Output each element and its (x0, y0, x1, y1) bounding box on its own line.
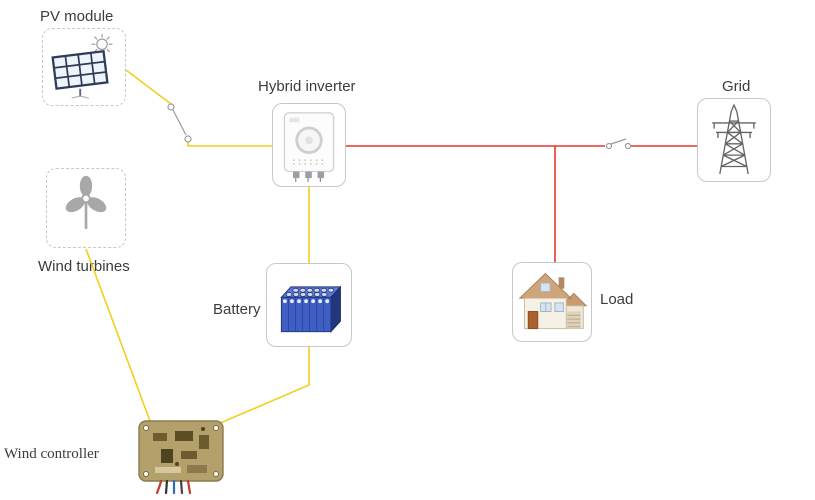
battery-node (266, 263, 352, 347)
pv-module-label: PV module (40, 8, 114, 25)
load-node (512, 262, 592, 342)
grid-node (697, 98, 771, 182)
solar-panel-sun-icon (51, 33, 113, 99)
wire-battery-to-controller (210, 347, 310, 428)
wind-turbines-label: Wind turbines (38, 258, 130, 275)
transmission-tower-icon (712, 103, 756, 175)
battery-label: Battery (213, 301, 261, 318)
pv-module-node (42, 28, 126, 106)
controller-pcb-icon (138, 420, 224, 495)
wind-controller-label: Wind controller (4, 446, 99, 462)
battery-pack-icon (280, 285, 342, 333)
grid-label: Grid (722, 78, 751, 95)
grid-breaker-switch (605, 138, 632, 150)
wind-controller-node (133, 407, 229, 495)
inverter-device-icon (283, 112, 335, 182)
load-label: Load (600, 291, 634, 308)
hybrid-inverter-label: Hybrid inverter (258, 78, 356, 95)
wire-turbine-to-controller (85, 248, 151, 422)
pv-disconnect-switch (167, 103, 192, 143)
hybrid-inverter-node (272, 103, 346, 187)
wire-pv-to-inverter (125, 69, 272, 147)
wind-turbine-fan-icon (65, 175, 107, 229)
wind-turbines-node (46, 168, 126, 248)
house-icon (518, 272, 588, 330)
